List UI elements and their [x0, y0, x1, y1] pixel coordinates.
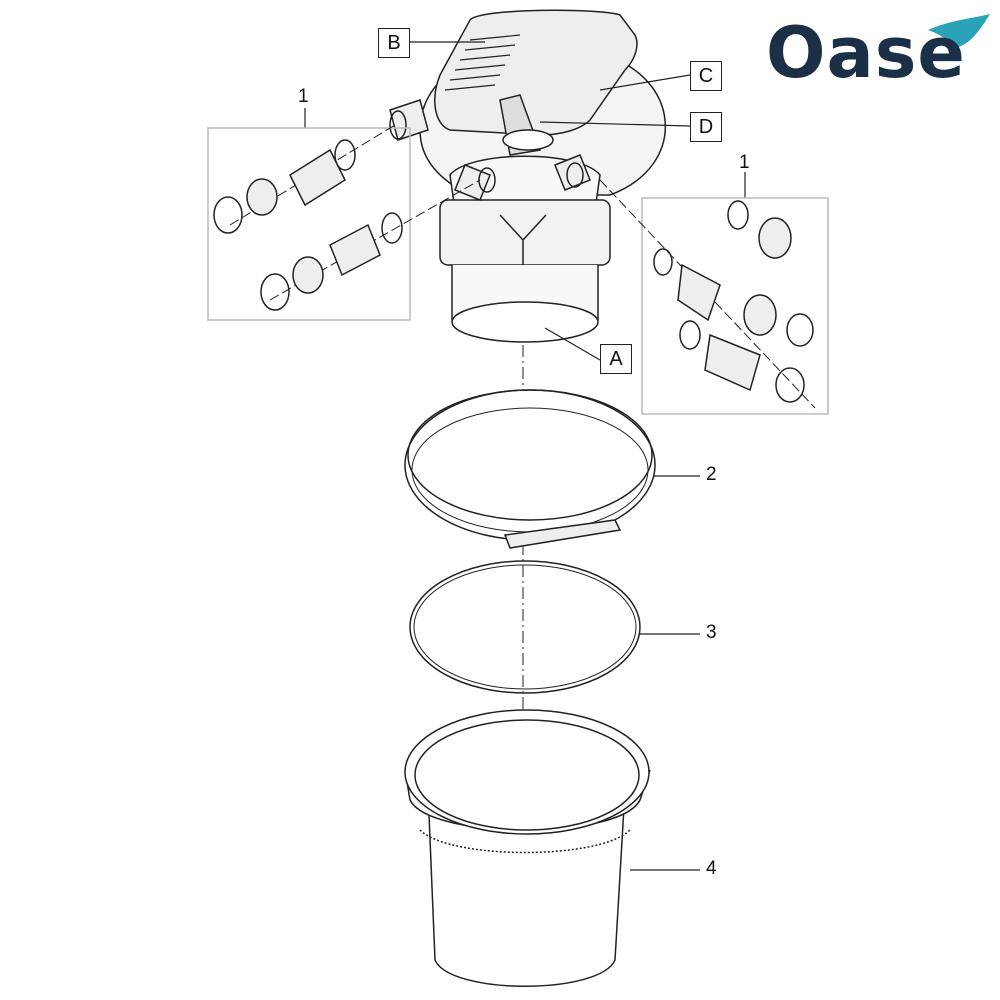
- o-ring: [409, 560, 641, 694]
- label-b: B: [378, 28, 410, 58]
- part-number-left-kit: 1: [298, 86, 309, 107]
- part-number-container: 4: [706, 858, 717, 879]
- part-number-clamp-ring: 2: [706, 464, 717, 485]
- label-a: A: [600, 344, 632, 374]
- part-number-o-ring: 3: [706, 622, 717, 643]
- clamp-ring: [404, 389, 656, 549]
- filter-container: [404, 709, 651, 987]
- label-d: D: [690, 112, 722, 142]
- part-number-right-kit: 1: [739, 152, 750, 173]
- left-connector-kit: [207, 124, 481, 321]
- label-c: C: [690, 61, 722, 91]
- filter-head-assembly: [389, 9, 667, 343]
- right-connector-kit: [599, 179, 829, 415]
- oase-logo: Oase: [766, 12, 966, 94]
- leader-lines: [304, 41, 746, 871]
- logo-wave: [928, 14, 990, 48]
